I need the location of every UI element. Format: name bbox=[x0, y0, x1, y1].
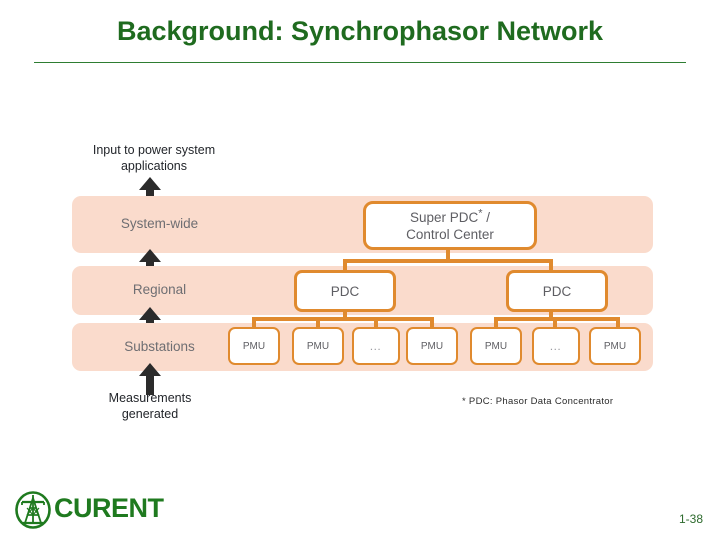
node-pmu-ellipsis-right: … bbox=[532, 327, 580, 365]
arrow-head bbox=[139, 363, 161, 376]
node-pmu-1[interactable]: PMU bbox=[228, 327, 280, 365]
band-label-system-wide: System-wide bbox=[120, 216, 199, 231]
node-pdc-right[interactable]: PDC bbox=[506, 270, 608, 312]
node-pmu-2[interactable]: PMU bbox=[292, 327, 344, 365]
pmu-3-label: PMU bbox=[420, 340, 444, 352]
node-pmu-3[interactable]: PMU bbox=[406, 327, 458, 365]
connector-superpdc-to-pdc-right bbox=[549, 259, 553, 271]
connector-pdc-right-to-pmu-6 bbox=[553, 317, 557, 327]
page-number: 1-38 bbox=[678, 512, 703, 526]
super-pdc-label: Super PDC bbox=[409, 209, 479, 225]
connector-pdc-left-to-pmu-3 bbox=[374, 317, 378, 327]
connector-pdc-left-to-pmu-1 bbox=[252, 317, 256, 327]
callout-input-line2: applications bbox=[120, 159, 187, 173]
node-pmu-ellipsis-left: … bbox=[352, 327, 400, 365]
band-system-wide bbox=[72, 196, 653, 253]
pmu-ellipsis-left-label: … bbox=[369, 339, 383, 353]
control-center-label: Control Center bbox=[406, 226, 494, 242]
arrow-head bbox=[139, 177, 161, 190]
connector-pdc-right-to-pmu-7 bbox=[616, 317, 620, 327]
curent-logo: CURENT bbox=[14, 489, 189, 531]
connector-superpdc-stem bbox=[446, 249, 450, 262]
curent-logo-text: CURENT bbox=[54, 493, 164, 523]
callout-measurements-line2: generated bbox=[121, 407, 179, 421]
pmu-2-label: PMU bbox=[306, 340, 330, 352]
band-label-regional: Regional bbox=[132, 282, 187, 297]
callout-input-to-power-system: Input to power system applications bbox=[64, 142, 244, 174]
pdc-right-label: PDC bbox=[542, 283, 572, 299]
footnote-pdc-definition: * PDC: Phasor Data Concentrator bbox=[462, 396, 614, 407]
arrow-head bbox=[139, 249, 161, 262]
page-title: Background: Synchrophasor Network bbox=[116, 16, 604, 46]
up-arrow-measurements bbox=[139, 363, 161, 395]
asterisk-marker: * bbox=[478, 207, 483, 219]
node-pmu-5[interactable]: PMU bbox=[589, 327, 641, 365]
connector-pdc-right-bus bbox=[494, 317, 620, 321]
connector-pdc-right-to-pmu-5 bbox=[494, 317, 498, 327]
node-super-pdc-control-center[interactable]: Super PDC* / Control Center bbox=[363, 201, 537, 250]
pmu-1-label: PMU bbox=[242, 340, 266, 352]
callout-measurements-generated: Measurements generated bbox=[60, 390, 240, 422]
title-divider bbox=[34, 62, 686, 63]
band-label-substations: Substations bbox=[124, 339, 195, 354]
callout-input-line1: Input to power system bbox=[92, 143, 216, 157]
connector-superpdc-bus bbox=[343, 259, 553, 263]
callout-measurements-line1: Measurements bbox=[108, 391, 192, 405]
pmu-4-label: PMU bbox=[484, 340, 508, 352]
arrow-shaft bbox=[146, 375, 154, 395]
node-pdc-left[interactable]: PDC bbox=[294, 270, 396, 312]
pdc-left-label: PDC bbox=[330, 283, 360, 299]
connector-pdc-left-bus bbox=[252, 317, 434, 321]
connector-pdc-left-to-pmu-2 bbox=[316, 317, 320, 327]
connector-superpdc-to-pdc-left bbox=[343, 259, 347, 271]
arrow-head bbox=[139, 307, 161, 320]
pmu-5-label: PMU bbox=[603, 340, 627, 352]
transmission-tower-icon bbox=[15, 491, 51, 529]
pmu-ellipsis-right-label: … bbox=[549, 339, 563, 353]
connector-pdc-left-stem bbox=[343, 310, 347, 320]
super-pdc-suffix: / bbox=[482, 209, 491, 225]
connector-pdc-left-to-pmu-4 bbox=[430, 317, 434, 327]
connector-pdc-right-stem bbox=[549, 310, 553, 320]
node-pmu-4[interactable]: PMU bbox=[470, 327, 522, 365]
